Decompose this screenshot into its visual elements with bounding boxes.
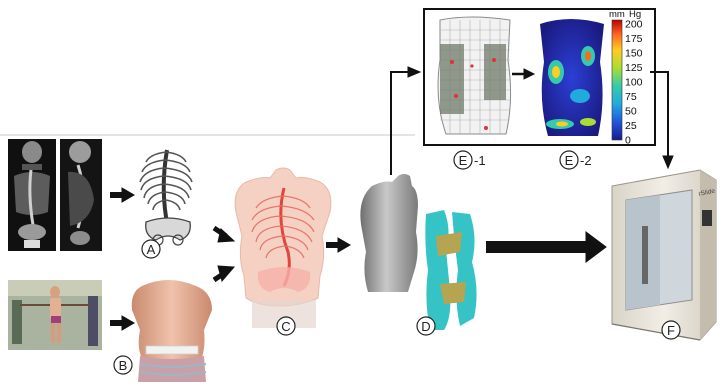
label-e2: E -2 (560, 151, 592, 169)
brace-model (425, 210, 476, 330)
colorbar-tick-label: 100 (625, 77, 643, 89)
label-c: C (277, 317, 295, 335)
arrow-torso-to-combined (214, 266, 234, 281)
svg-text:E: E (459, 153, 468, 168)
arrow-photo-to-torso (110, 316, 134, 330)
label-e1-suffix: -1 (474, 153, 486, 168)
arrow-spine-to-combined (214, 228, 234, 242)
colorbar-tick-label: 150 (625, 48, 643, 60)
pressure-colorbar (612, 20, 622, 140)
colorbar-unit-mm: mm (609, 9, 625, 20)
spine-ribcage-model (140, 150, 192, 245)
colorbar-tick-label: 75 (625, 91, 637, 103)
label-e1: E -1 (454, 151, 486, 169)
svg-text:C: C (281, 319, 290, 334)
torso-surface-scan (132, 280, 212, 382)
arrow-brace-to-machine (486, 232, 606, 262)
arrow-gray-to-fem (391, 67, 420, 175)
xray-lateral-image (60, 139, 102, 251)
colorbar-tick-label: 125 (625, 62, 643, 74)
combined-torso-skeleton-model (235, 168, 331, 328)
label-b: B (114, 356, 132, 374)
svg-text:A: A (147, 242, 156, 257)
svg-text:D: D (421, 319, 430, 334)
svg-text:B: B (119, 358, 128, 373)
label-d: D (417, 317, 435, 335)
svg-text:E: E (565, 153, 574, 168)
label-a: A (142, 240, 160, 258)
patient-photo (8, 280, 102, 350)
arrow-xray-to-spine (110, 188, 134, 202)
arrow-combined-to-gray (326, 238, 350, 252)
colorbar-tick-label: 25 (625, 120, 637, 132)
label-e2-suffix: -2 (580, 153, 592, 168)
svg-text:F: F (667, 323, 675, 338)
xray-frontal-image (8, 139, 56, 251)
colorbar-tick-label: 200 (625, 19, 643, 31)
colorbar-tick-label: 175 (625, 33, 643, 45)
brace-mesh-model (438, 17, 511, 134)
gray-torso-model (360, 174, 418, 292)
colorbar-tick-label: 50 (625, 106, 637, 118)
label-f: F (662, 321, 680, 339)
brace-fabrication-machine: rSlide (612, 170, 716, 340)
colorbar-tick-label: 0 (625, 135, 631, 147)
pressure-map-model (540, 19, 604, 136)
